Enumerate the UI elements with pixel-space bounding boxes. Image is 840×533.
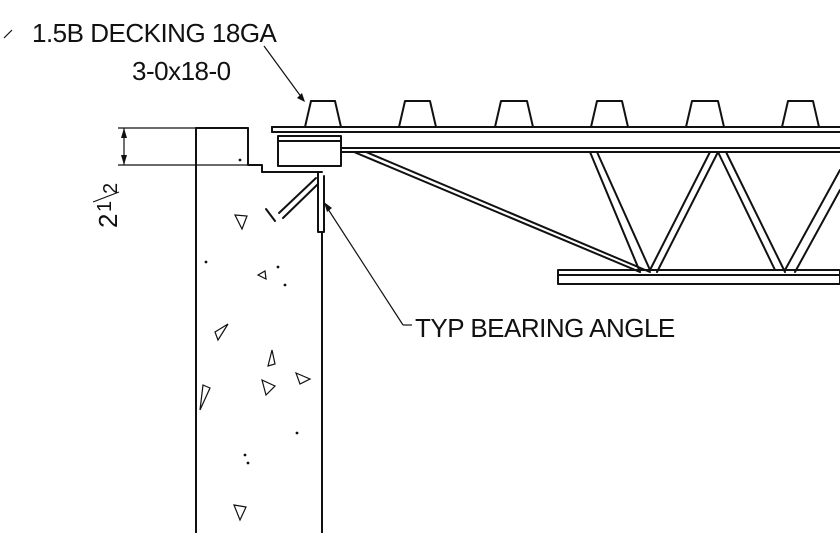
concrete-aggregate-marks (199, 158, 312, 522)
joist-bottom-chord (557, 269, 840, 285)
bearing-angle (261, 171, 325, 233)
decking-callout: 1.5B DECKING 18GA 3-0x18-0 (3, 18, 305, 102)
decking-label-line1: 1.5B DECKING 18GA (32, 18, 278, 48)
metal-decking (271, 100, 840, 128)
dimension-whole: 2 (93, 214, 123, 228)
decking-label-line2: 3-0x18-0 (132, 56, 231, 86)
dimension-denominator: 2 (100, 183, 122, 194)
bearing-angle-callout: TYP BEARING ANGLE (324, 202, 675, 343)
dimension-bearing-depth (118, 127, 248, 166)
joist-top-chord (271, 126, 840, 153)
joist-web-members (353, 151, 840, 273)
concrete-wall (195, 127, 323, 533)
dimension-text: 2 1 2 (92, 183, 123, 228)
dimension-numerator: 1 (94, 201, 116, 212)
joist-bearing-seat (277, 135, 342, 167)
bearing-angle-label: TYP BEARING ANGLE (415, 313, 675, 343)
